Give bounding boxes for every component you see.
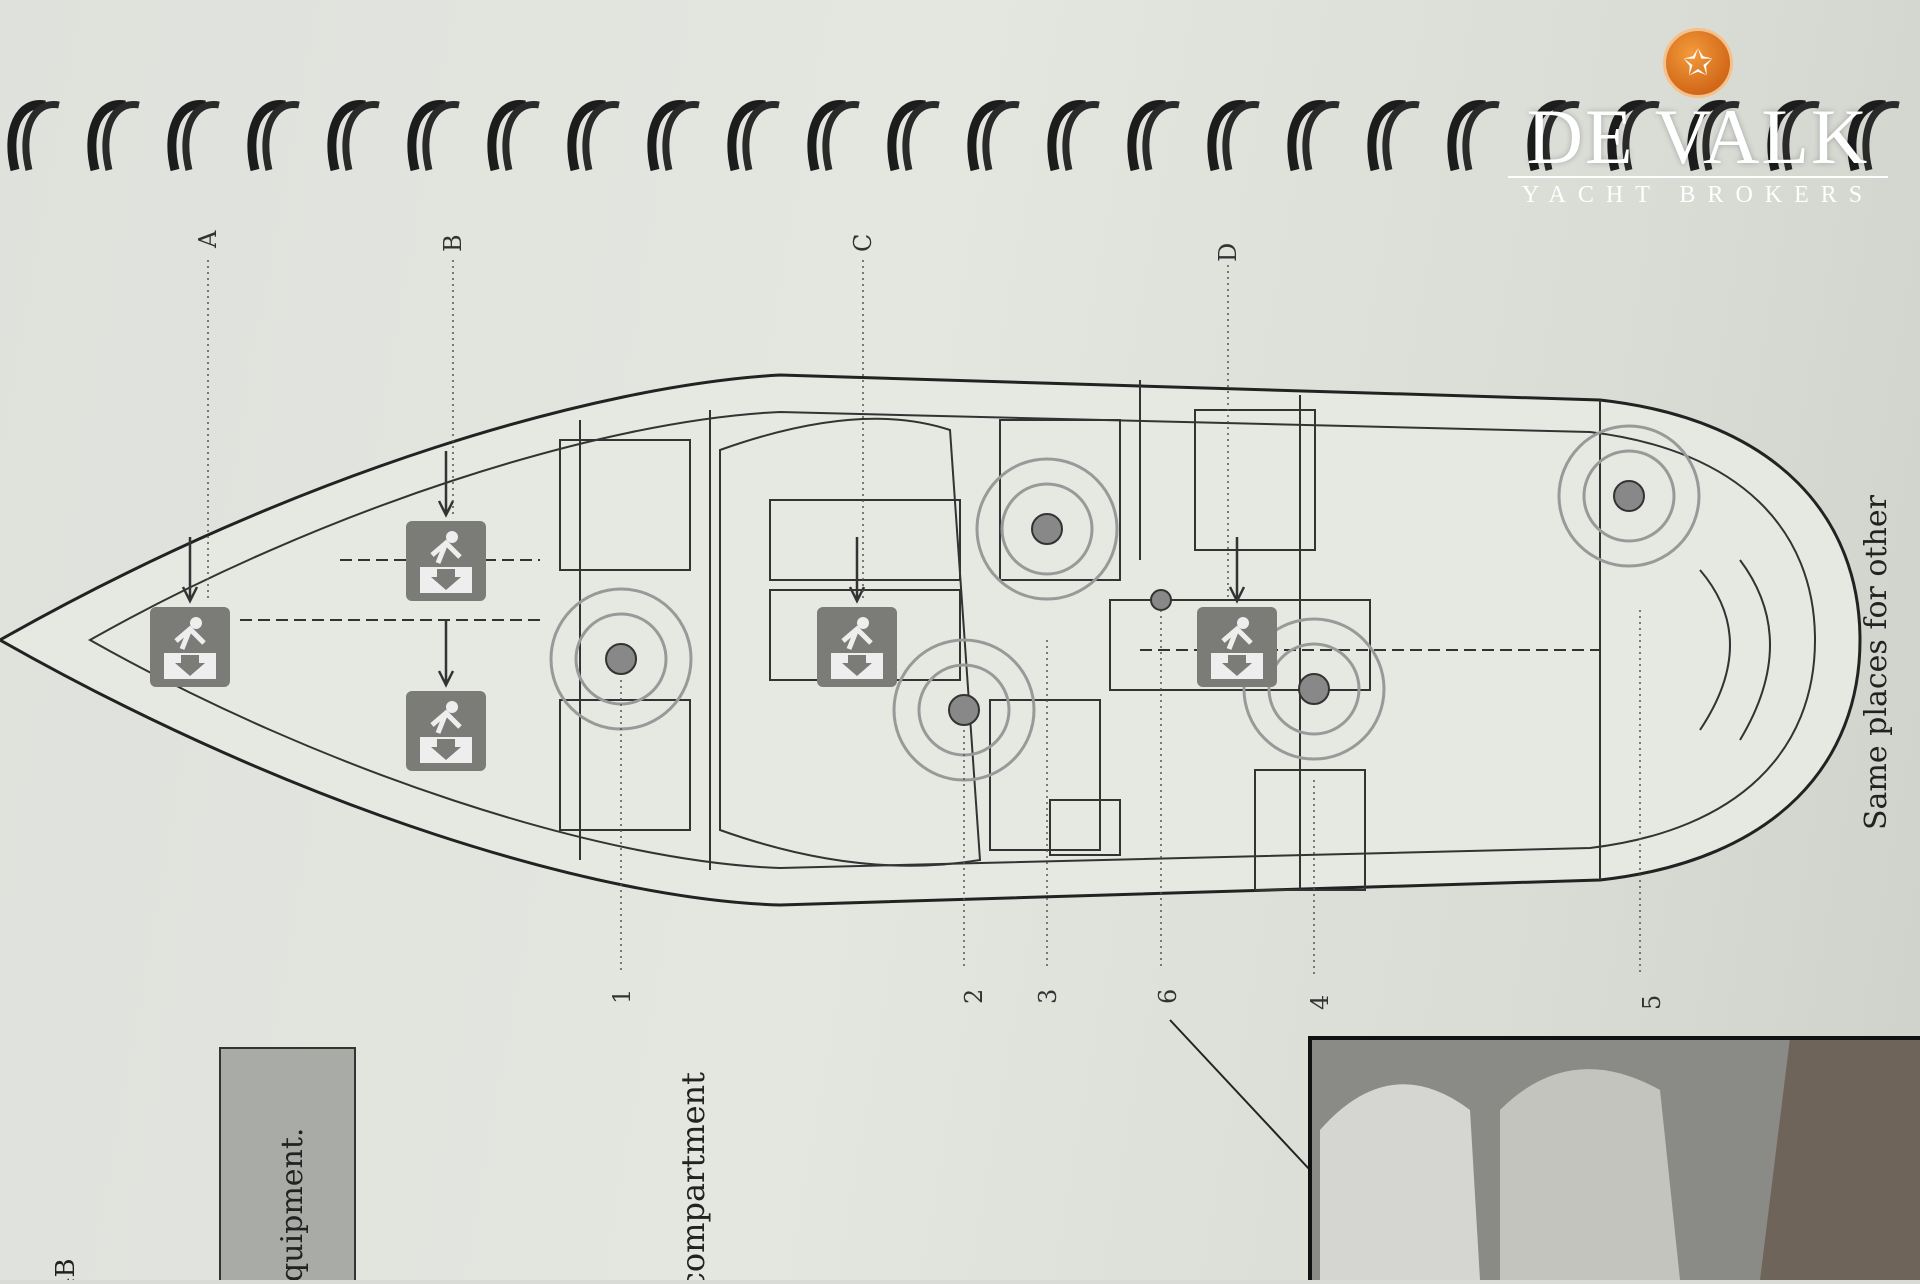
section-label-c: C bbox=[849, 234, 877, 252]
location-number-4: 4 bbox=[1306, 995, 1334, 1010]
logo-name: DE VALK bbox=[1508, 98, 1888, 178]
binding-ring bbox=[167, 99, 220, 172]
binding-ring bbox=[1447, 99, 1500, 172]
page-fragment: 4B bbox=[51, 1258, 81, 1280]
emergency-exit-icon bbox=[406, 451, 486, 601]
binding-ring bbox=[647, 99, 700, 172]
location-number-3: 3 bbox=[1034, 989, 1062, 1004]
location-number-5: 5 bbox=[1638, 995, 1666, 1010]
binding-ring bbox=[1607, 99, 1660, 172]
binding-ring bbox=[1767, 99, 1820, 172]
binding-ring bbox=[1207, 99, 1260, 172]
section-label-b: B bbox=[439, 234, 467, 252]
binding-ring bbox=[1367, 99, 1420, 172]
fire-extinguisher-marker bbox=[1242, 617, 1386, 761]
section-label-a: A bbox=[194, 230, 222, 249]
hull-outline bbox=[0, 373, 1862, 907]
binding-ring bbox=[1847, 99, 1900, 172]
binding-ring bbox=[567, 99, 620, 172]
body-text-compartment: compartment bbox=[674, 1072, 712, 1280]
emergency-exit-icons bbox=[150, 451, 1277, 771]
logo-tagline: YACHT BROKERS bbox=[1521, 182, 1875, 208]
binding-ring bbox=[327, 99, 380, 172]
binding-ring bbox=[807, 99, 860, 172]
binding-ring bbox=[247, 99, 300, 172]
binding-ring bbox=[487, 99, 540, 172]
location-number-6: 6 bbox=[1154, 989, 1182, 1004]
binding-ring bbox=[727, 99, 780, 172]
fire-extinguisher-marker bbox=[975, 457, 1119, 601]
fire-extinguisher-markers bbox=[549, 424, 1701, 782]
fire-extinguisher-marker bbox=[1557, 424, 1701, 568]
side-note: Same places for other bbox=[1859, 494, 1894, 830]
location-number-2: 2 bbox=[960, 989, 988, 1004]
binding-ring bbox=[407, 99, 460, 172]
section-label-d: D bbox=[1214, 243, 1242, 262]
binding-ring bbox=[1047, 99, 1100, 172]
fire-extinguisher-marker-small bbox=[1150, 589, 1172, 611]
emergency-exit-icon bbox=[1197, 537, 1277, 687]
binding-ring bbox=[1127, 99, 1180, 172]
note-box bbox=[219, 1047, 356, 1284]
binding-ring bbox=[1527, 99, 1580, 172]
hull-inner bbox=[87, 410, 1817, 870]
binding-ring bbox=[1687, 99, 1740, 172]
binding-ring bbox=[887, 99, 940, 172]
interior-photo bbox=[1308, 1036, 1920, 1284]
emergency-exit-icon bbox=[406, 621, 486, 771]
binding-ring bbox=[1287, 99, 1340, 172]
de-valk-logo: ✩ DE VALK YACHT BROKERS bbox=[1508, 28, 1888, 209]
spiral-binding bbox=[7, 99, 1900, 172]
location-number-1: 1 bbox=[608, 989, 636, 1004]
binding-ring bbox=[7, 99, 60, 172]
falcon-logo-icon: ✩ bbox=[1663, 28, 1733, 98]
note-box-text: quipment. bbox=[275, 1128, 310, 1280]
binding-ring bbox=[87, 99, 140, 172]
emergency-exit-icon bbox=[150, 537, 230, 687]
binding-ring bbox=[967, 99, 1020, 172]
emergency-exit-icon bbox=[817, 537, 897, 687]
